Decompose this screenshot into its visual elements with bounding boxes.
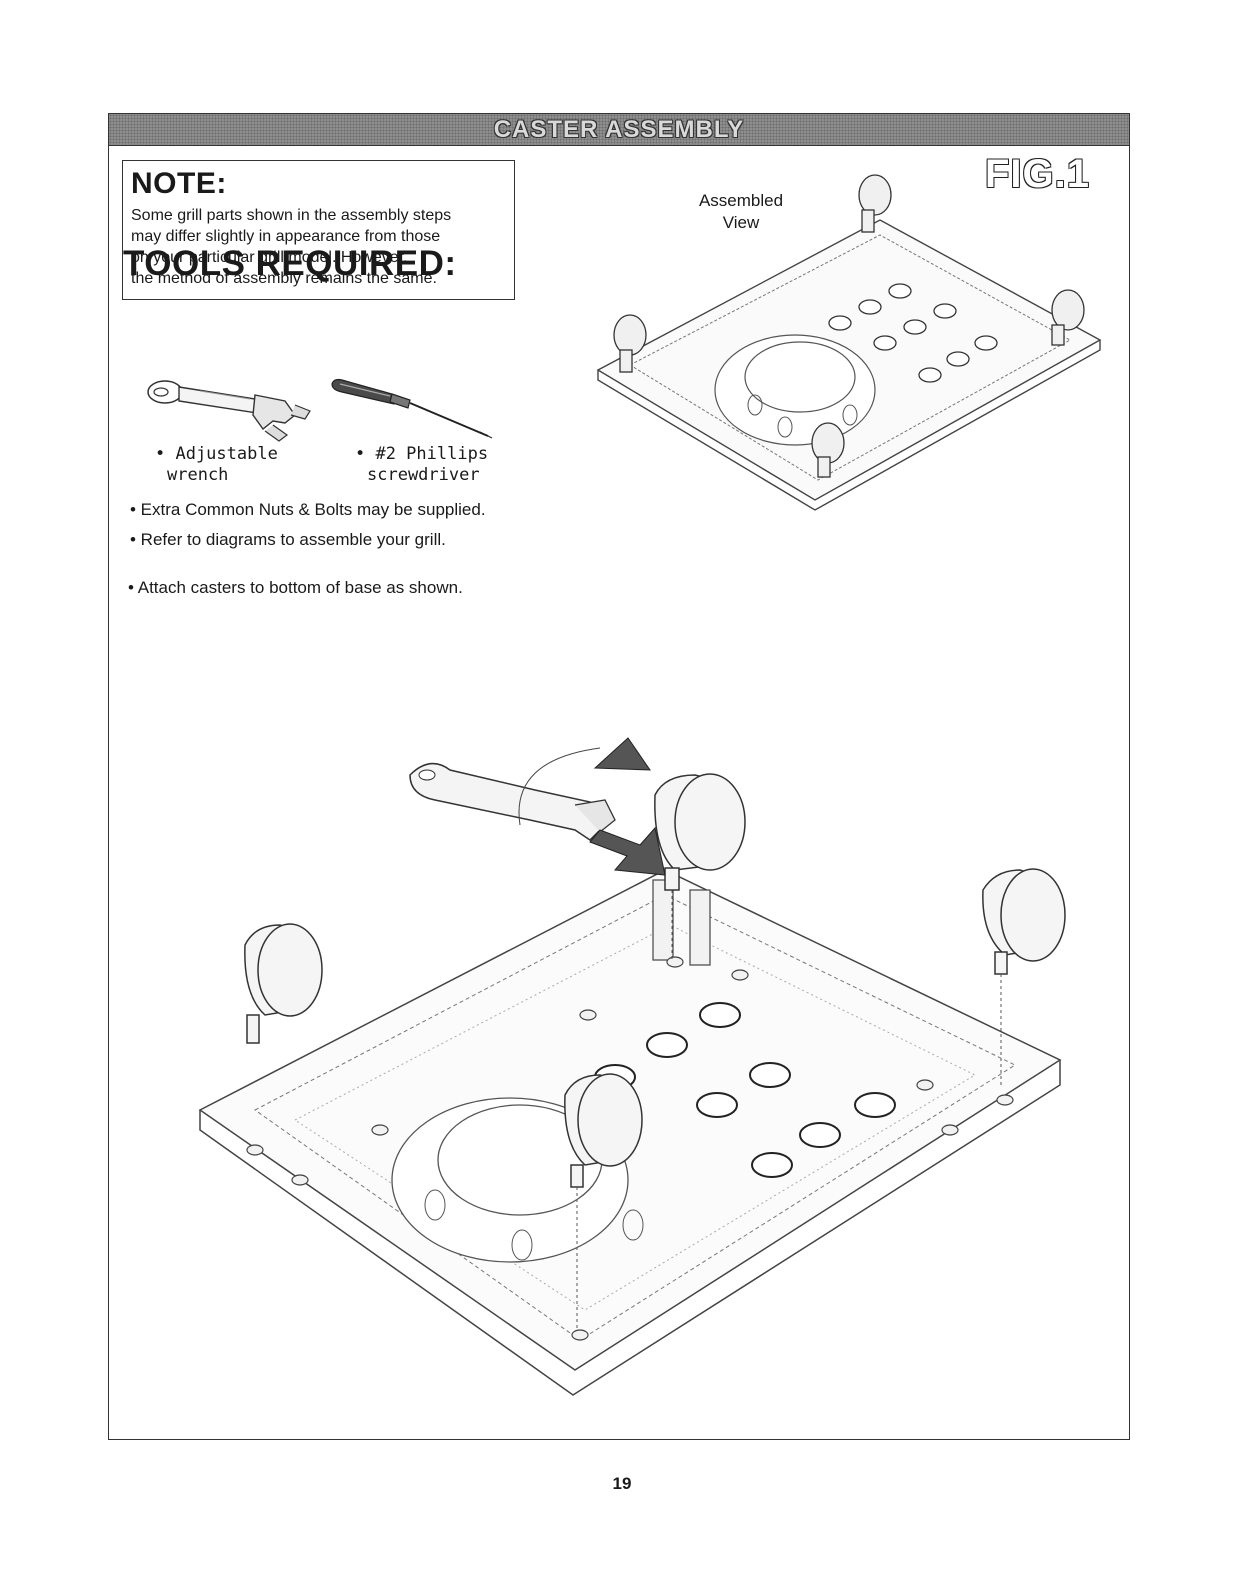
tool-label-line: • Adjustable	[155, 444, 278, 464]
section-title: CASTER ASSEMBLY	[493, 116, 745, 143]
note-line: Some grill parts shown in the assembly s…	[131, 207, 452, 224]
bullet-item: • Refer to diagrams to assemble your gri…	[130, 530, 446, 549]
tool-label-wrench: • Adjustable wrench	[155, 444, 278, 486]
bullet-item: • Extra Common Nuts & Bolts may be suppl…	[130, 500, 486, 519]
assembled-view-line: View	[722, 213, 760, 232]
adjustable-wrench-icon	[147, 380, 311, 442]
assembled-view-line: Assembled	[698, 191, 784, 210]
note-line: may differ slightly in appearance from t…	[131, 228, 441, 245]
note-title: NOTE:	[131, 167, 227, 200]
tool-label-line: • #2 Phillips	[355, 444, 489, 464]
tools-required-heading: TOOLS REQUIRED:	[123, 244, 457, 283]
page-frame: CASTER ASSEMBLY	[108, 113, 1130, 1440]
assembled-view-illustration	[596, 174, 1102, 511]
bullet-item: • Attach casters to bottom of base as sh…	[128, 578, 463, 597]
section-banner: CASTER ASSEMBLY	[109, 114, 1129, 146]
caster-assembly-illustration	[198, 737, 1066, 1396]
assembled-view-label: Assembled View	[682, 190, 800, 234]
note-line: on your particular grill model. However,	[131, 249, 408, 266]
figure-label: FIG.1	[985, 152, 1091, 196]
page-number: 19	[612, 1474, 632, 1493]
note-line: the method of assembly remains the same.	[131, 270, 437, 287]
tool-label-screwdriver: • #2 Phillips screwdriver	[355, 444, 488, 486]
phillips-screwdriver-icon	[331, 378, 493, 439]
tool-label-line: screwdriver	[367, 465, 480, 485]
tool-label-line: wrench	[167, 465, 229, 485]
note-box: NOTE: Some grill parts shown in the asse…	[122, 160, 515, 300]
